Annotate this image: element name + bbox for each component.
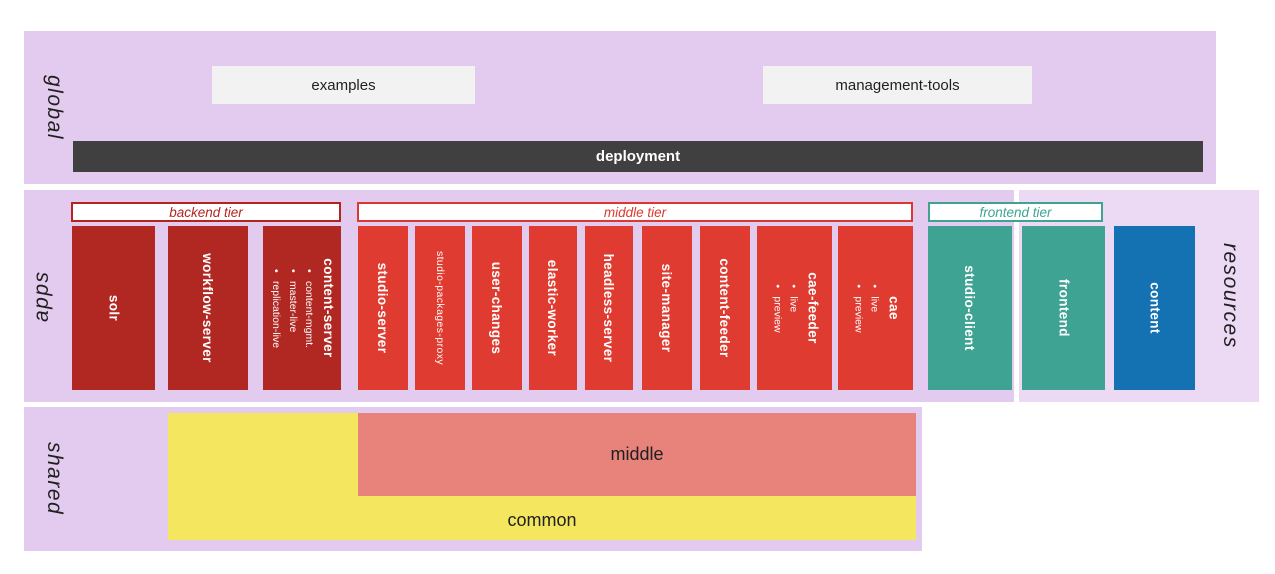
block-cae: cae live preview [838, 226, 913, 390]
backend-tier-header: backend tier [71, 202, 341, 222]
cae-feeder-bullet-list: live preview [769, 283, 802, 332]
block-label: studio-client [962, 265, 978, 351]
bullet-item: replication-live [268, 268, 284, 348]
block-label: studio-server [375, 262, 391, 354]
bullet-item: live [785, 283, 801, 332]
apps-band-label: apps [30, 270, 53, 322]
block-label: cae [886, 296, 902, 320]
block-label: elastic-worker [545, 259, 561, 357]
block-frontend: frontend [1022, 226, 1105, 390]
block-middle: middle [358, 413, 916, 496]
middle-tier-header: middle tier [357, 202, 913, 222]
block-label: content [1147, 282, 1162, 334]
block-label: content-feeder [717, 258, 733, 358]
block-workflow-server: workflow-server [168, 226, 248, 390]
global-band-label: global [43, 74, 66, 141]
block-studio-client: studio-client [928, 226, 1012, 390]
block-studio-server: studio-server [358, 226, 408, 390]
management-tools-box: management-tools [763, 66, 1032, 104]
block-elastic-worker: elastic-worker [529, 226, 577, 390]
block-studio-packages-proxy: studio-packages-proxy [415, 226, 465, 390]
bullet-item: preview [769, 283, 785, 332]
block-user-changes: user-changes [472, 226, 522, 390]
block-label: cae-feeder [805, 272, 821, 344]
block-headless-server: headless-server [585, 226, 633, 390]
block-site-manager: site-manager [642, 226, 692, 390]
bullet-item: preview [850, 283, 866, 332]
block-label: common [507, 510, 577, 530]
block-content: content [1114, 226, 1195, 390]
block-label: middle [610, 444, 664, 464]
block-label: frontend [1056, 279, 1071, 337]
examples-box: examples [212, 66, 475, 104]
deployment-bar: deployment [73, 141, 1203, 172]
block-content-server: content-server content-mgmt. master-live… [263, 226, 341, 390]
block-label: headless-server [601, 253, 617, 363]
block-label: workflow-server [200, 253, 216, 363]
content-server-bullet-list: content-mgmt. master-live replication-li… [268, 268, 317, 348]
bullet-item: live [866, 283, 882, 332]
block-cae-feeder: cae-feeder live preview [757, 226, 832, 390]
block-content-feeder: content-feeder [700, 226, 750, 390]
block-label: content-server [320, 258, 336, 358]
block-label: user-changes [489, 261, 505, 355]
block-label: site-manager [659, 263, 675, 353]
block-solr: solr [72, 226, 155, 390]
block-label: studio-packages-proxy [434, 250, 446, 366]
bullet-item: content-mgmt. [301, 268, 317, 348]
block-label: solr [106, 294, 121, 322]
bullet-item: master-live [284, 268, 300, 348]
cae-bullet-list: live preview [850, 283, 883, 332]
resources-band-label: resources [1219, 243, 1242, 349]
shared-band-label: shared [43, 442, 66, 516]
frontend-tier-header: frontend tier [928, 202, 1103, 222]
